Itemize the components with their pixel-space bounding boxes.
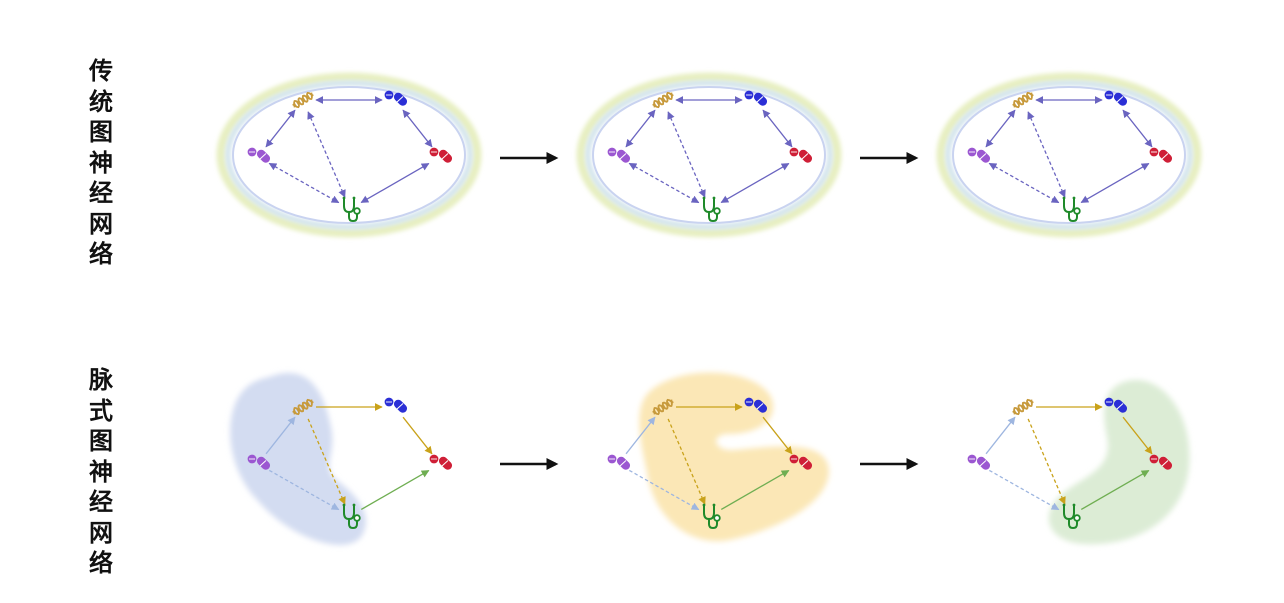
purple-pill-icon (607, 454, 631, 470)
dna-icon (652, 91, 674, 109)
edge (265, 416, 296, 455)
edge (402, 416, 433, 455)
edge (1080, 469, 1150, 511)
stethoscope-icon (342, 196, 361, 223)
row-label-pulse-gnn: 脉式图神经网络 (89, 366, 113, 577)
halo-ring-outer (216, 72, 482, 238)
dna-icon (1012, 398, 1034, 416)
edge (988, 469, 1060, 511)
red-pill-icon (789, 147, 813, 163)
red-pill-icon (429, 147, 453, 163)
edge (1080, 162, 1150, 204)
pulse-gnn-panel-3 (967, 379, 1190, 545)
dna-icon (1012, 91, 1034, 109)
purple-pill-icon (967, 147, 991, 163)
edge (625, 416, 656, 455)
traditional-gnn-panel-2 (576, 72, 842, 238)
halo-ring-outer (936, 72, 1202, 238)
edge (268, 162, 340, 204)
traditional-gnn-panel-1 (216, 72, 482, 238)
edge (360, 469, 430, 511)
purple-pill-icon (247, 147, 271, 163)
halo-ring-outer (576, 72, 842, 238)
traditional-gnn-panel-3 (936, 72, 1202, 238)
dna-icon (292, 398, 314, 416)
blue-pill-icon (1104, 397, 1128, 413)
stethoscope-icon (702, 503, 721, 530)
red-pill-icon (429, 454, 453, 470)
blue-pill-icon (384, 90, 408, 106)
highlight-blob (230, 373, 366, 545)
edge (1122, 416, 1153, 455)
red-pill-icon (1149, 454, 1173, 470)
halo-ring-inner (945, 80, 1193, 230)
edge (720, 469, 790, 511)
edge (988, 162, 1060, 204)
dna-icon (652, 398, 674, 416)
stethoscope-icon (1062, 503, 1081, 530)
blue-pill-icon (744, 90, 768, 106)
pulse-gnn-panel-2 (607, 372, 829, 542)
red-pill-icon (789, 454, 813, 470)
edge (628, 469, 700, 511)
blue-pill-icon (744, 397, 768, 413)
dna-icon (292, 91, 314, 109)
stethoscope-icon (702, 196, 721, 223)
edge (1027, 418, 1066, 505)
pulse-gnn-panel-1 (230, 373, 453, 545)
edge (402, 109, 433, 148)
row-label-traditional-gnn: 传统图神经网络 (89, 57, 113, 268)
highlight-blob (639, 372, 829, 542)
red-pill-icon (1149, 147, 1173, 163)
stethoscope-icon (1062, 196, 1081, 223)
edge (762, 416, 793, 455)
edge (1027, 111, 1066, 198)
edge (628, 162, 700, 204)
halo-ring-inner (585, 80, 833, 230)
edge (625, 109, 656, 148)
edge (360, 162, 430, 204)
purple-pill-icon (967, 454, 991, 470)
edge (265, 109, 296, 148)
edge (985, 109, 1016, 148)
edge (268, 469, 340, 511)
blue-pill-icon (384, 397, 408, 413)
edge (667, 418, 706, 505)
blue-pill-icon (1104, 90, 1128, 106)
highlight-blob (1048, 379, 1190, 545)
edge (307, 418, 346, 505)
halo-ring-inner (225, 80, 473, 230)
purple-pill-icon (247, 454, 271, 470)
edge (667, 111, 706, 198)
purple-pill-icon (607, 147, 631, 163)
edge (720, 162, 790, 204)
edge (1122, 109, 1153, 148)
edge (985, 416, 1016, 455)
edge (762, 109, 793, 148)
edge (307, 111, 346, 198)
stethoscope-icon (342, 503, 361, 530)
